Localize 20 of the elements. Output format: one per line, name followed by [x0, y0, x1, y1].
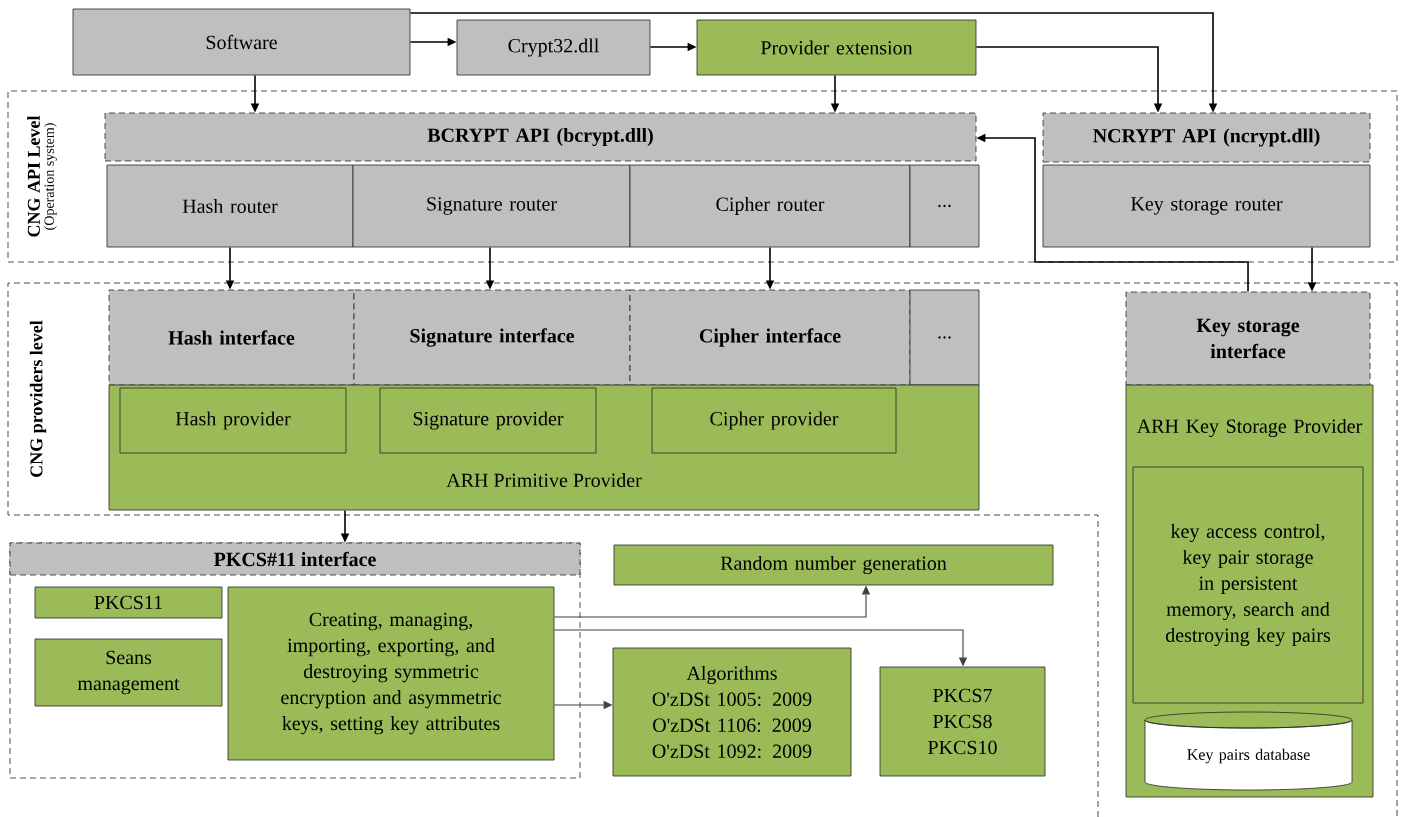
module-box: Seans management: [34, 638, 223, 707]
function-box: Creating, managing, importing, exporting, and destroying symmetric encryption and asymmetric keys, setting key attributes: [227, 586, 555, 761]
provider-box: Signature provider: [379, 387, 597, 454]
software-box: Software: [72, 8, 411, 76]
dll-box: Crypt32.dll: [456, 19, 651, 76]
function-box: key access control, key pair storage in persistent memory, search and destroying key pairs: [1132, 466, 1364, 704]
more-box: ...: [909, 164, 980, 248]
api-header: BCRYPT API (bcrypt.dll): [104, 112, 977, 162]
router-box: Signature router: [352, 164, 631, 248]
router-box: Key storage router: [1042, 164, 1371, 248]
more-box: ...: [909, 289, 980, 386]
interface-box: Hash interface: [108, 289, 355, 386]
router-box: Hash router: [106, 164, 354, 248]
interface-box: Key storage interface: [1125, 291, 1371, 386]
extension-box: Provider extension: [696, 19, 977, 76]
api-header: NCRYPT API (ncrypt.dll): [1042, 112, 1371, 163]
provider-box: Hash provider: [119, 387, 347, 454]
interface-box: Signature interface: [353, 289, 631, 386]
provider-box: Cipher provider: [651, 387, 897, 454]
module-box: PKCS11: [34, 586, 223, 619]
